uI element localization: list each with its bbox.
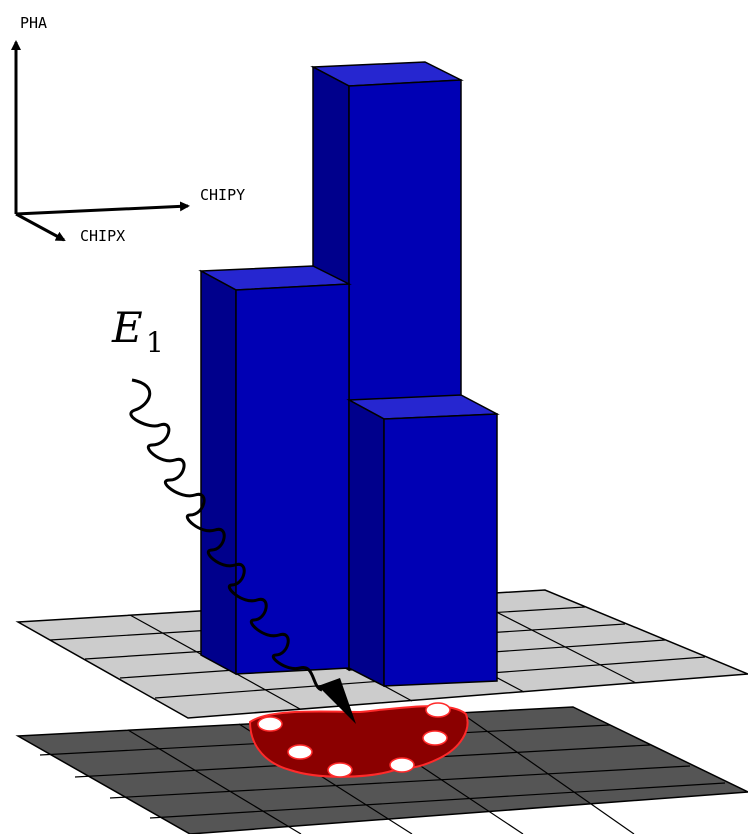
histogram-bar-right bbox=[346, 394, 500, 688]
histogram-bars bbox=[198, 61, 500, 688]
histogram-bar-left bbox=[198, 265, 352, 676]
wavy-arrow-icon bbox=[129, 378, 323, 692]
photon-wavy-arrow bbox=[129, 378, 356, 724]
charge-cloud-icon bbox=[248, 702, 469, 778]
axis-indicator: PHA CHIPY CHIPX bbox=[11, 14, 245, 245]
pha-label: PHA bbox=[20, 14, 47, 32]
chipy-label: CHIPY bbox=[200, 186, 245, 204]
energy-label-sub: 1 bbox=[146, 326, 164, 359]
chipx-label: CHIPX bbox=[80, 227, 125, 245]
chipy-axis bbox=[15, 201, 190, 216]
arrowhead bbox=[318, 678, 356, 724]
chipx-axis bbox=[15, 212, 66, 242]
energy-label-main: E bbox=[111, 303, 143, 352]
energy-label: E 1 bbox=[111, 303, 164, 359]
